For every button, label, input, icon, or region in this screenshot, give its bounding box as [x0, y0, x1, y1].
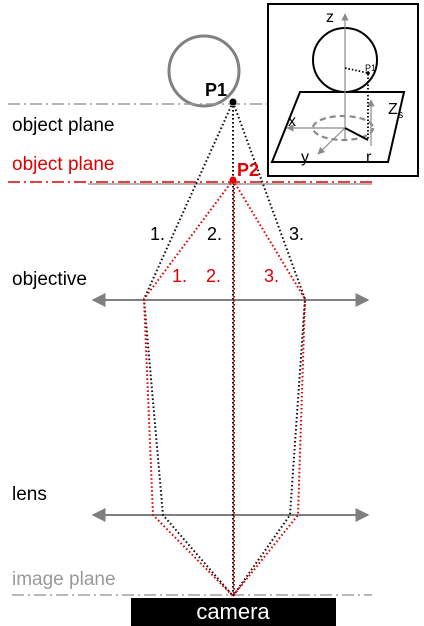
ray-red-1-label: 1.: [172, 266, 187, 286]
ray-black-2-label: 2.: [207, 224, 222, 244]
inset-diagram: z x y Zs r P1: [267, 3, 419, 177]
inset-y-label: y: [301, 149, 309, 166]
black-ray-1: [142, 101, 234, 597]
inset-p1-point: [366, 71, 370, 75]
inset-z-label: z: [326, 9, 334, 26]
inset-p1-guide: [344, 67, 369, 140]
red-ray-3: [232, 179, 307, 597]
lens-label: lens: [12, 484, 47, 505]
inset-y-axis: [317, 127, 346, 155]
inset-zs-sub: s: [398, 109, 404, 121]
inset-plane: [270, 91, 406, 163]
ray-black-1-label: 1.: [150, 224, 165, 244]
p2-label: P2: [237, 160, 259, 180]
inset-r-label: r: [366, 149, 372, 166]
inset-p1-label: P1: [365, 63, 376, 73]
inset-ellipse: [311, 114, 375, 142]
ray-black-3-label: 3.: [289, 224, 304, 244]
objective-label: objective: [12, 269, 87, 290]
red-ray-1: [142, 179, 234, 597]
inset-frame: [267, 3, 419, 177]
p1-label: P1: [205, 80, 227, 100]
inset-zs-label: Zs: [388, 101, 404, 121]
p1-point: [229, 98, 237, 106]
inset-x-label: x: [288, 113, 296, 130]
inset-zs-main: Z: [388, 101, 398, 118]
ray-red-3-label: 3.: [264, 266, 279, 286]
black-ray-3: [232, 101, 307, 597]
camera-label: camera: [196, 599, 270, 624]
sphere-circle: [167, 34, 241, 108]
image-plane-label: image plane: [12, 569, 116, 590]
inset-radius-line: [344, 127, 369, 141]
p2-point: [229, 176, 237, 184]
camera-block: [131, 598, 336, 626]
ray-red-2-label: 2.: [206, 266, 221, 286]
object-plane-2-label: object plane: [12, 154, 114, 175]
object-plane-1-label: object plane: [12, 115, 114, 136]
